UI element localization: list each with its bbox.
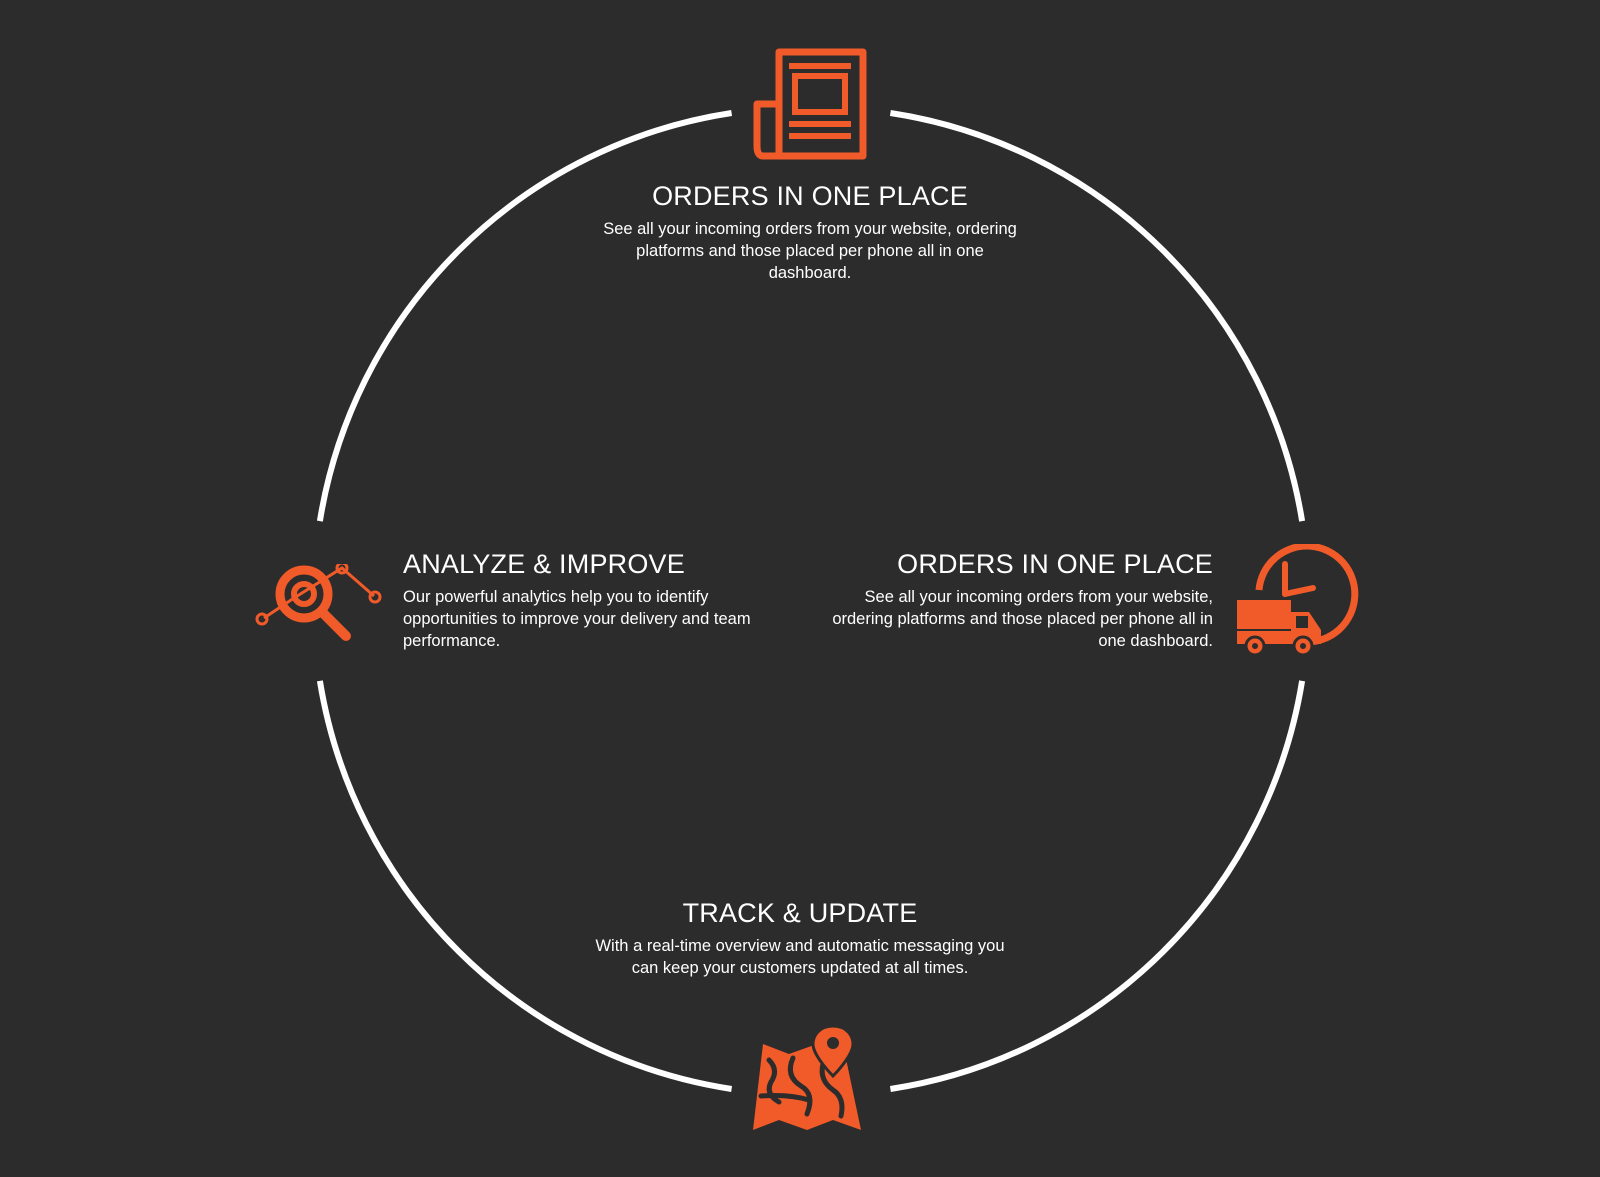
delivery-truck-clock-icon — [1237, 544, 1359, 657]
step-title: TRACK & UPDATE — [682, 898, 918, 928]
ring-arc-top-left — [316, 110, 733, 522]
step-title: ORDERS IN ONE PLACE — [897, 549, 1213, 579]
map-pin-icon — [753, 1024, 861, 1130]
step-description: Our powerful analytics help you to ident… — [403, 588, 751, 651]
analytics-magnifier-icon — [255, 564, 382, 641]
ring-arc-bottom-left — [316, 680, 733, 1092]
step-description: With a real-time overview and automatic … — [595, 937, 1005, 978]
ring-arc-top-right — [889, 110, 1306, 522]
step-orders-right: ORDERS IN ONE PLACE See all your incomin… — [820, 548, 1213, 652]
step-track-update: TRACK & UPDATE With a real-time overview… — [580, 897, 1020, 979]
step-title: ANALYZE & IMPROVE — [403, 549, 685, 579]
step-description: See all your incoming orders from your w… — [603, 220, 1017, 283]
step-title: ORDERS IN ONE PLACE — [652, 181, 968, 211]
step-description: See all your incoming orders from your w… — [832, 588, 1213, 651]
ring-arc-bottom-right — [889, 680, 1306, 1092]
step-orders-top: ORDERS IN ONE PLACE See all your incomin… — [600, 180, 1020, 284]
newspaper-icon — [753, 48, 867, 160]
step-analyze-improve: ANALYZE & IMPROVE Our powerful analytics… — [403, 548, 763, 652]
